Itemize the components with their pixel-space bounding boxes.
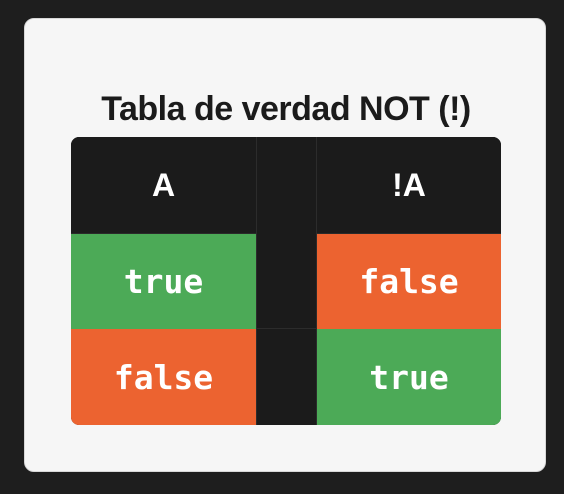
row-1-a: true <box>71 233 256 329</box>
header-separator <box>256 137 317 233</box>
header-a: A <box>71 137 256 233</box>
row-2-not-a: true <box>317 329 501 425</box>
truth-table: A !A true false false true <box>71 137 501 425</box>
row-2-a: false <box>71 329 256 425</box>
header-not-a: !A <box>317 137 501 233</box>
row-1-not-a: false <box>317 233 501 329</box>
page-title: Tabla de verdad NOT (!) <box>101 90 471 128</box>
row-1-separator <box>256 233 317 329</box>
row-2-separator <box>256 329 317 425</box>
truth-table-card: Tabla de verdad NOT (!) A !A true false … <box>24 18 546 472</box>
